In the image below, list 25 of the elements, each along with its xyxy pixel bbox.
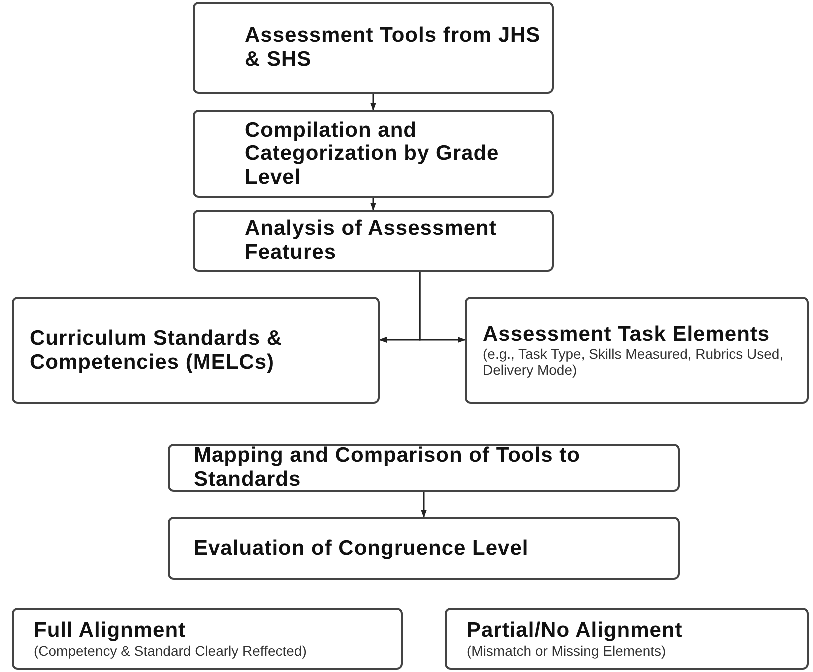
box-title: Curriculum Standards & Competencies (MELCs)	[30, 326, 284, 374]
arrow	[419, 272, 466, 343]
box-title: Mapping and Comparison of Tools to Standards	[194, 444, 582, 492]
box-title: Full Alignment	[34, 619, 188, 643]
process-box	[445, 608, 809, 670]
arrow	[421, 492, 427, 518]
box-title: Compilation and Categorization by Grade Level	[245, 118, 500, 190]
process-box	[12, 608, 403, 670]
process-box	[168, 517, 680, 580]
process-box	[168, 444, 680, 492]
box-description: (Competency & Standard Clearly Reffected)	[34, 642, 308, 659]
process-box	[193, 2, 554, 94]
box-title: Assessment Tools from JHS & SHS	[245, 24, 542, 72]
process-box	[465, 297, 809, 404]
box-title: Evaluation of Congruence Level	[194, 536, 530, 560]
arrow	[370, 94, 376, 111]
process-box	[193, 210, 554, 272]
box-title: Assessment Task Elements	[483, 322, 772, 346]
box-description: (Mismatch or Missing Elements)	[467, 642, 668, 659]
process-box	[193, 110, 554, 198]
arrow	[370, 198, 376, 211]
box-title: Analysis of Assessment Features	[245, 217, 498, 265]
process-box	[12, 297, 380, 404]
box-title: Partial/No Alignment	[467, 619, 684, 643]
box-description: (e.g., Task Type, Skills Measured, Rubrics Used, Delivery Mode)	[483, 346, 785, 378]
